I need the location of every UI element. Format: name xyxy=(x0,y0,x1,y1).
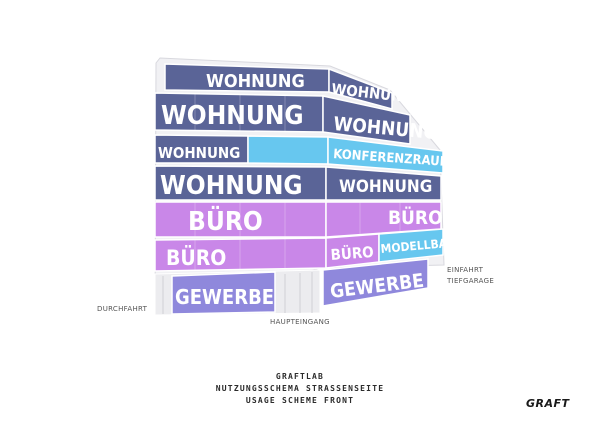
label-wohnung-4-right: WOHNUNG xyxy=(339,177,432,197)
graft-logo: GRAFT xyxy=(526,397,570,410)
label-buero-1-right: BÜRO xyxy=(388,205,443,229)
annotation-haupteingang: HAUPTEINGANG xyxy=(270,318,330,326)
label-buero-2-left: BÜRO xyxy=(166,245,226,270)
ground-floor-glazing xyxy=(162,272,313,314)
ground-floor-gewerbe-2 xyxy=(322,258,429,307)
floor-3-right-block xyxy=(325,166,442,201)
annotation-einfahrt: EINFAHRT xyxy=(447,266,484,274)
label-buero-1-left: BÜRO xyxy=(188,204,263,237)
caption-line-3: USAGE SCHEME FRONT xyxy=(245,396,355,405)
annotation-tiefgarage: TIEFGARAGE xyxy=(446,277,494,285)
floor-6-right-block xyxy=(328,67,393,110)
label-buero-2-right: BÜRO xyxy=(330,242,374,264)
label-wohnung-top-left: WOHNUNG xyxy=(206,71,305,92)
caption-line-1: GRAFTLAB xyxy=(275,372,325,381)
facade-mullions xyxy=(194,93,401,270)
label-wohnung-4-left: WOHNUNG xyxy=(160,171,303,201)
floor-4-conference-left xyxy=(247,135,329,165)
label-modellbau: MODELLBAU xyxy=(380,236,456,256)
floor-4-conference-right xyxy=(327,136,444,174)
label-wohnung-3-left: WOHNUNG xyxy=(158,144,240,162)
annotation-durchfahrt: DURCHFAHRT xyxy=(97,305,148,313)
floor-1-modellbau-block xyxy=(378,228,444,263)
label-gewerbe-left: GEWERBE xyxy=(175,285,274,309)
caption-line-2: NUTZUNGSSCHEMA STRASSENSEITE xyxy=(215,384,385,393)
floor-5-right-block xyxy=(322,95,411,145)
ground-floor-gewerbe-left xyxy=(171,271,276,315)
label-wohnung-2-left: WOHNUNG xyxy=(161,101,304,131)
